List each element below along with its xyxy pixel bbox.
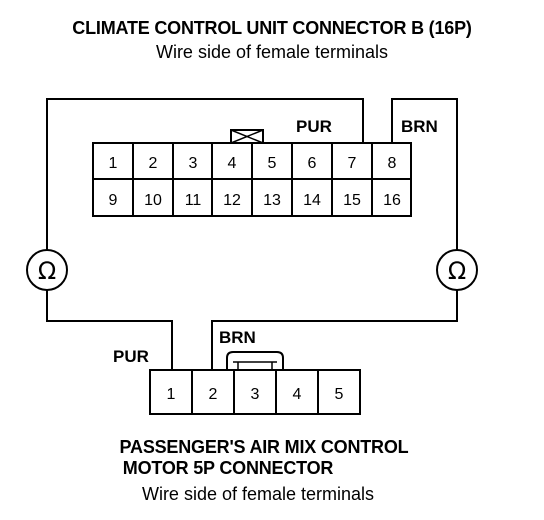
left-ohmmeter-circle: [26, 249, 68, 291]
top-pin-5: 5: [268, 155, 277, 172]
top-pin-10: 10: [144, 192, 162, 209]
top-pin-14: 14: [303, 192, 321, 209]
bottom-connector-outline: [149, 369, 361, 415]
right-ohmmeter: Ω: [436, 249, 478, 291]
top-pin-12: 12: [223, 192, 241, 209]
bottom-pin-4: 4: [293, 386, 302, 403]
top-pin-13: 13: [263, 192, 281, 209]
bottom-connector-subtitle: Wire side of female terminals: [141, 484, 375, 504]
top-pin-9: 9: [109, 192, 118, 209]
pur-wire-bottom-segment: [46, 290, 173, 370]
top-pur-wire-label: PUR: [296, 117, 332, 136]
bottom-pur-wire-label: PUR: [113, 347, 149, 366]
bottom-pin-5: 5: [335, 386, 344, 403]
top-pin-2: 2: [149, 155, 158, 172]
wires: [46, 98, 458, 370]
top-pin-16: 16: [383, 192, 401, 209]
bottom-connector-lock-tab: [226, 351, 284, 370]
right-ohmmeter-circle: [436, 249, 478, 291]
right-ohm-symbol: Ω: [448, 257, 466, 285]
top-pin-3: 3: [189, 155, 198, 172]
brn-wire-bottom-segment: [211, 290, 458, 370]
bottom-pin-1: 1: [167, 386, 176, 403]
bottom-connector: [149, 351, 361, 415]
top-pin-11: 11: [185, 192, 202, 209]
bottom-connector-title-line2: MOTOR 5P CONNECTOR: [122, 458, 334, 478]
top-pin-4: 4: [228, 155, 237, 172]
top-connector-title: CLIMATE CONTROL UNIT CONNECTOR B (16P): [72, 18, 472, 38]
top-pin-6: 6: [308, 155, 317, 172]
top-pin-15: 15: [343, 192, 361, 209]
pur-wire-top-segment: [46, 98, 364, 250]
top-pin-1: 1: [109, 155, 118, 172]
bottom-brn-wire-label: BRN: [219, 328, 256, 347]
top-pin-7: 7: [348, 155, 357, 172]
bottom-pin-2: 2: [209, 386, 218, 403]
bottom-pin-3: 3: [251, 386, 260, 403]
bottom-connector-title-line1: PASSENGER'S AIR MIX CONTROL: [119, 437, 409, 457]
left-ohmmeter: Ω: [26, 249, 68, 291]
brn-wire-top-segment: [391, 98, 458, 250]
left-ohm-symbol: Ω: [38, 257, 56, 285]
top-connector: [92, 129, 412, 217]
top-brn-wire-label: BRN: [401, 117, 438, 136]
top-connector-lock-tab: [230, 129, 264, 144]
top-connector-subtitle: Wire side of female terminals: [155, 42, 389, 62]
top-pin-8: 8: [388, 155, 397, 172]
